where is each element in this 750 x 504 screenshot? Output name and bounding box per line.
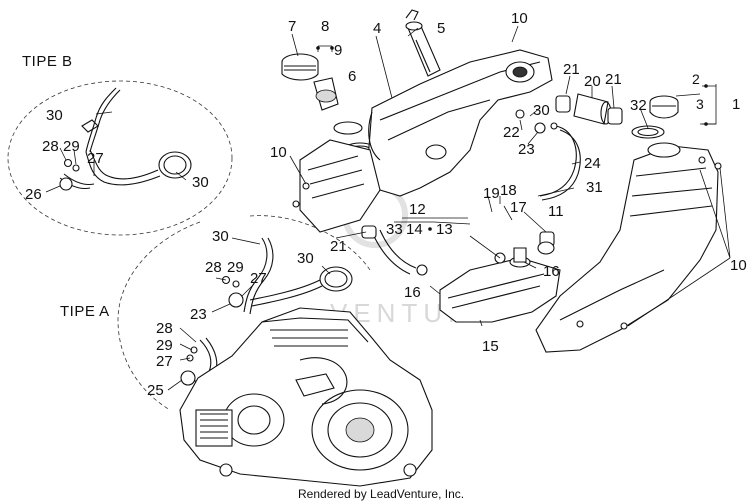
- tipe-a-clamp-25: [180, 370, 196, 386]
- tipe-b-clip-28: [63, 158, 73, 168]
- callout-30-b: 30: [212, 228, 229, 245]
- callout-15: 15: [482, 338, 499, 355]
- engine-block: [179, 307, 433, 487]
- clamp-16: [416, 264, 428, 276]
- tipe-a-hose-mid: [249, 279, 321, 301]
- section-label-tipe-a: TIPE A: [60, 303, 110, 320]
- callout-21-b: 21: [605, 71, 622, 88]
- callout-3: 3: [696, 96, 704, 112]
- fuel-pump-5: [405, 9, 441, 77]
- callout-26: 26: [25, 186, 42, 203]
- callout-10-top: 10: [511, 10, 528, 27]
- tipe-b-hose-lower: [85, 151, 161, 186]
- clamp-21-right: [607, 107, 623, 125]
- callout-5: 5: [437, 20, 445, 37]
- callout-22: 22: [503, 124, 520, 141]
- callout-30-a: 30: [533, 102, 550, 119]
- callout-1: 1: [732, 96, 740, 113]
- callout-29-b: 29: [156, 337, 173, 354]
- lower-tank-15: [439, 231, 561, 323]
- tipe-b-outline: [7, 80, 233, 236]
- clamp-21-left: [555, 95, 571, 113]
- right-tank: [535, 95, 722, 353]
- callout-30-e: 30: [192, 174, 209, 191]
- callout-18: 18: [500, 182, 517, 199]
- tipe-b-hose-upper: [85, 87, 117, 153]
- tipe-b-clamp-26: [59, 177, 73, 191]
- breather-hose-24: [534, 122, 581, 201]
- hose-fittings: [515, 93, 623, 125]
- callout-27-b: 27: [156, 353, 173, 370]
- callout-23-b: 23: [190, 306, 207, 323]
- tipe-a-clamp-23: [228, 292, 244, 308]
- lower-tank: [439, 257, 561, 323]
- tank-body: [535, 145, 719, 353]
- gasket-6: [333, 121, 363, 135]
- callout-28-a: 28: [205, 259, 222, 276]
- callout-28-c: 28: [42, 138, 59, 155]
- callout-16-right: 16: [543, 263, 560, 280]
- callout-17: 17: [510, 199, 527, 216]
- callout-31: 31: [586, 179, 603, 196]
- group-bullets: [316, 46, 708, 231]
- callout-16-left: 16: [404, 284, 421, 301]
- hose-20: [573, 93, 609, 125]
- callout-21-a: 21: [563, 61, 580, 78]
- callout-2: 2: [692, 71, 700, 87]
- callout-23-a: 23: [518, 141, 535, 158]
- callout-24: 24: [584, 155, 601, 172]
- tipe-a-clip-29: [232, 280, 240, 288]
- tipe-b-clip-29: [72, 164, 80, 172]
- clip-22: [515, 109, 525, 119]
- callout-27-c: 27: [87, 150, 104, 167]
- credit-text: Rendered by LeadVenture, Inc.: [298, 487, 464, 501]
- callout-25: 25: [147, 382, 164, 399]
- callout-29-c: 29: [63, 138, 80, 155]
- callout-11: 11: [548, 203, 564, 220]
- callout-14: 14: [406, 221, 423, 238]
- clamp-30: [550, 122, 558, 130]
- callout-6: 6: [348, 68, 356, 85]
- callout-32: 32: [630, 97, 647, 114]
- callout-10-left: 10: [270, 144, 287, 161]
- callout-28-b: 28: [156, 320, 173, 337]
- callout-19: 19: [483, 185, 500, 202]
- callout-29-a: 29: [227, 259, 244, 276]
- callout-33: 33: [386, 221, 403, 238]
- filler-assembly: [281, 45, 377, 158]
- clamp-21-lower: [361, 225, 377, 239]
- callout-30-c: 30: [297, 250, 314, 267]
- callout-30-d: 30: [46, 107, 63, 124]
- engine-housing: [179, 307, 433, 487]
- callout-27-a: 27: [250, 270, 267, 287]
- callout-20: 20: [584, 73, 601, 90]
- section-label-tipe-b: TIPE B: [22, 53, 73, 70]
- tipe-b-group: [7, 80, 233, 236]
- callout-12: 12: [409, 201, 426, 218]
- gasket-32: [631, 125, 665, 139]
- callout-10-right: 10: [730, 257, 747, 274]
- tank-neck: [647, 142, 681, 158]
- ring-11: [537, 241, 555, 255]
- hose-33: [361, 225, 428, 276]
- callout-8: 8: [321, 18, 329, 35]
- tank-left-section: [299, 139, 381, 233]
- callout-13: 13: [436, 221, 453, 238]
- tipe-a-hose-upper: [243, 237, 268, 313]
- callout-21-c: 21: [330, 238, 347, 255]
- callout-9: 9: [334, 42, 342, 59]
- clamp-23: [534, 122, 546, 134]
- callout-7: 7: [288, 18, 296, 35]
- tank-frame: [367, 49, 553, 197]
- frame-body-4: [292, 49, 553, 233]
- callout-4: 4: [373, 20, 381, 37]
- leader-lines: [45, 25, 731, 391]
- callouts: 7 8 9 6 4 5 10 21 20 21 2 1 3 32 30 22 2…: [25, 10, 747, 399]
